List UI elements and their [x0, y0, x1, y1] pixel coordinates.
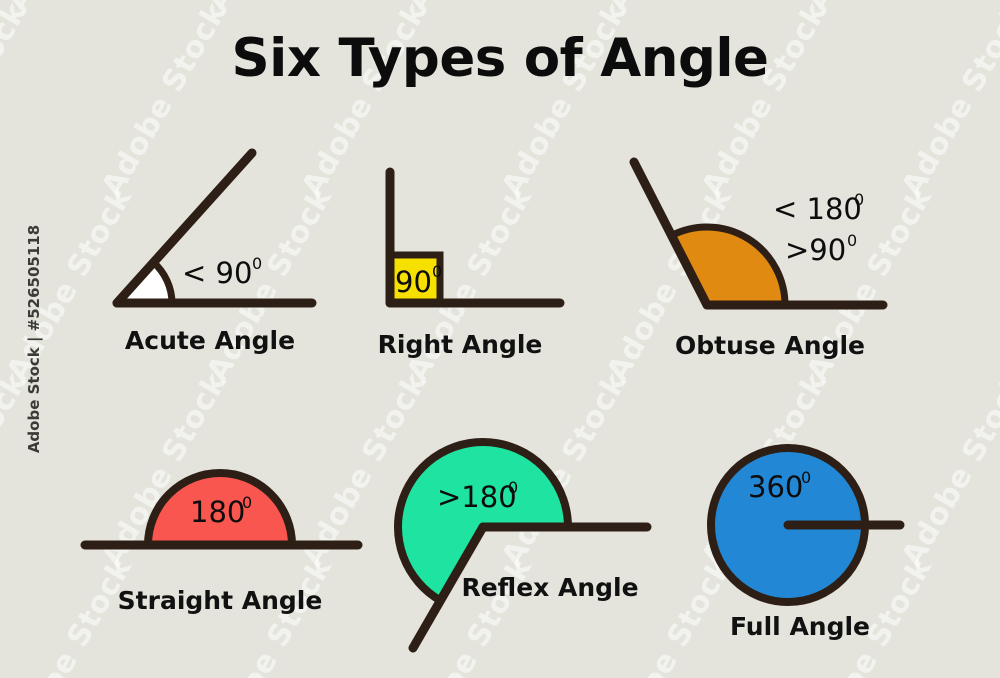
watermark-text: Adobe Stock [400, 0, 539, 18]
obtuse-angle-label-lower-superscript: 0 [847, 231, 857, 250]
reflex-arc [394, 438, 572, 605]
straight-angle-label: 180 [190, 495, 245, 529]
right-angle-label-superscript: 0 [432, 262, 442, 281]
watermark-text: Adobe Stock [200, 0, 339, 18]
straight-angle-label-superscript: 0 [242, 493, 252, 512]
straight-semicircle-fill [148, 473, 292, 545]
figure-reflex-angle: >180 0 [394, 438, 685, 655]
page-title: Six Types of Angle [231, 28, 770, 89]
figure-straight-angle: 180 0 [70, 455, 370, 565]
acute-angle-label-superscript: 0 [252, 254, 262, 273]
full-angle-label: 360 [748, 470, 803, 504]
reflex-ray-slanted [408, 522, 488, 653]
acute-angle-label: < 90 [182, 256, 252, 290]
obtuse-ray-slanted [629, 157, 712, 310]
acute-ray-slanted [112, 148, 257, 308]
watermark-text: Adobe Stock [600, 0, 739, 18]
asset-id-text: Adobe Stock | #526505118 [25, 224, 44, 454]
full-angle-label-superscript: 0 [801, 468, 811, 487]
obtuse-angle-label-lower: >90 [785, 233, 846, 267]
obtuse-angle-label-upper-superscript: 0 [854, 190, 864, 209]
right-angle-label: 90 [395, 265, 432, 299]
asset-id-strip: Adobe Stock | #526505118 [14, 0, 54, 678]
figure-acute-angle: < 90 0 [60, 148, 340, 335]
figure-obtuse-angle: < 180 0 >90 0 [615, 150, 905, 325]
reflex-sector-fill [398, 441, 568, 601]
figure-full-angle: 360 0 [700, 440, 930, 620]
reflex-angle-label-superscript: 0 [508, 478, 518, 497]
obtuse-arc [668, 223, 789, 309]
caption-acute-angle: Acute Angle [124, 326, 296, 355]
figure-right-angle: 90 0 [370, 160, 580, 320]
caption-obtuse-angle: Obtuse Angle [674, 331, 865, 360]
reflex-angle-label: >180 [437, 480, 517, 514]
watermark-text: Adobe Stock [800, 0, 939, 18]
caption-straight-angle: Straight Angle [117, 586, 323, 615]
obtuse-angle-label-upper: < 180 [773, 192, 862, 226]
caption-reflex-angle: Reflex Angle [461, 573, 639, 602]
caption-right-angle: Right Angle [377, 330, 543, 359]
straight-arc [144, 469, 296, 549]
caption-full-angle: Full Angle [729, 612, 871, 641]
